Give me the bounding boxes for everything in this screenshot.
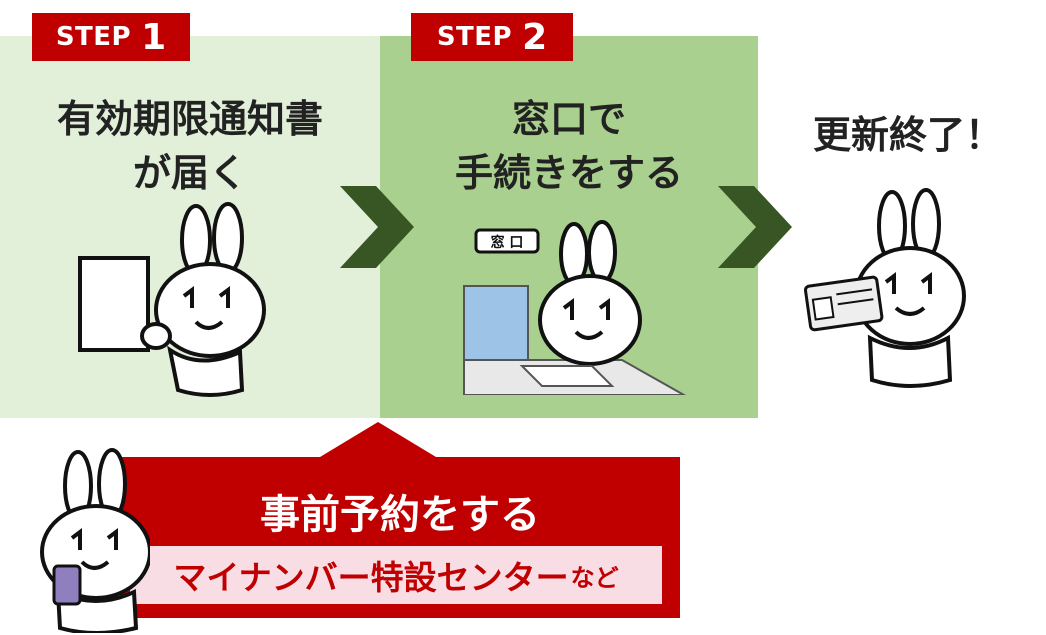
step2-badge: STEP 2	[411, 13, 573, 61]
step1-title-line2: が届く	[132, 151, 247, 195]
step2-title-line2: 手続きをする	[454, 151, 683, 195]
reservation-place-suffix: など	[570, 563, 619, 592]
step2-title: 窓口で 手続きをする	[380, 92, 758, 200]
reservation-title: 事前予約をする	[260, 492, 540, 538]
notice-document-icon	[78, 256, 150, 352]
rabbit-with-card-illustration	[803, 188, 966, 388]
step1-badge-word: STEP	[55, 22, 132, 52]
window-sign-label: 窓 口	[491, 234, 524, 251]
rabbit-with-notice-illustration	[78, 202, 266, 397]
rabbit-with-phone-illustration	[40, 448, 150, 633]
step1-title-line1: 有効期限通知書	[56, 97, 323, 141]
step2-title-line1: 窓口で	[511, 97, 626, 141]
chevron-right-icon	[340, 186, 414, 268]
id-card-icon	[803, 275, 884, 332]
step1-badge: STEP 1	[32, 13, 190, 61]
rabbit-at-counter-illustration: 窓 口	[463, 220, 687, 395]
step2-badge-word: STEP	[436, 22, 513, 52]
reservation-place-box: マイナンバー特設センター など	[130, 546, 662, 604]
chevron-right-icon	[718, 186, 792, 268]
smartphone-icon	[52, 564, 82, 606]
reservation-place: マイナンバー特設センター	[173, 558, 569, 597]
step1-title: 有効期限通知書 が届く	[0, 92, 380, 200]
step1-badge-number: 1	[141, 16, 167, 58]
step2-badge-number: 2	[522, 16, 548, 58]
window-sign	[474, 228, 540, 254]
step3-title: 更新終了！	[812, 113, 1003, 157]
